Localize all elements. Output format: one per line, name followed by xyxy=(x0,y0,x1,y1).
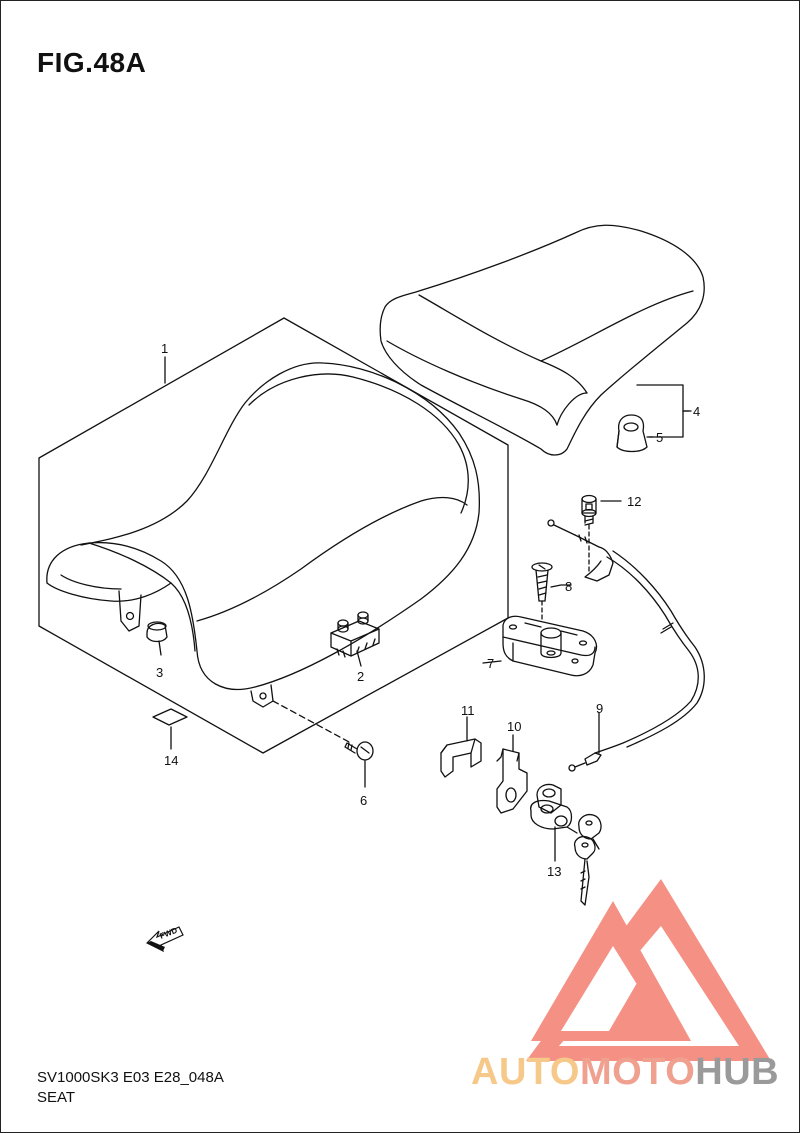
bolt-part-12 xyxy=(581,494,597,526)
figure-code: SV1000SK3 E03 E28_048A xyxy=(37,1069,224,1086)
lock-cylinder-part-13 xyxy=(530,783,578,834)
callout-5: 5 xyxy=(656,430,663,445)
figure-title: FIG.48A xyxy=(37,47,147,78)
callout-8: 8 xyxy=(565,579,572,594)
seat-lock-part-7 xyxy=(502,615,598,677)
callout-6: 6 xyxy=(360,793,367,808)
clip-part-11 xyxy=(440,738,482,778)
fwd-arrow-icon: FWD xyxy=(145,926,184,953)
watermark-logo xyxy=(526,879,771,1061)
callout-4: 4 xyxy=(693,404,700,419)
callout-14: 14 xyxy=(164,753,178,768)
callout-13: 13 xyxy=(547,864,561,879)
callout-3: 3 xyxy=(156,665,163,680)
bracket-part-10 xyxy=(496,748,528,814)
bolt-part-6 xyxy=(344,741,374,761)
watermark-part-auto: AUTO xyxy=(471,1051,580,1093)
part-1-group-outline xyxy=(38,317,509,754)
front-seat xyxy=(46,362,481,708)
keys xyxy=(573,813,602,906)
callout-leaders xyxy=(158,356,690,862)
callout-2: 2 xyxy=(357,669,364,684)
callout-12: 12 xyxy=(627,494,641,509)
figure-name: SEAT xyxy=(37,1089,76,1106)
rubber-damper-part-2 xyxy=(330,611,380,658)
screw-part-8 xyxy=(531,562,553,602)
callout-9: 9 xyxy=(596,701,603,716)
label-part-14 xyxy=(152,708,188,726)
cushion-part-3 xyxy=(146,621,168,643)
callout-7: 7 xyxy=(487,656,494,671)
callout-1: 1 xyxy=(161,341,168,356)
callout-10: 10 xyxy=(507,719,521,734)
rear-seat-part-4 xyxy=(379,224,705,456)
callout-11: 11 xyxy=(461,703,475,718)
seat-lock-cable xyxy=(547,519,705,772)
damper-part-5 xyxy=(616,414,648,453)
watermark-text: AUTOMOTOHUB xyxy=(471,1051,779,1094)
watermark-part-moto: MOTO xyxy=(579,1051,696,1093)
watermark-part-hub: HUB xyxy=(695,1051,780,1093)
